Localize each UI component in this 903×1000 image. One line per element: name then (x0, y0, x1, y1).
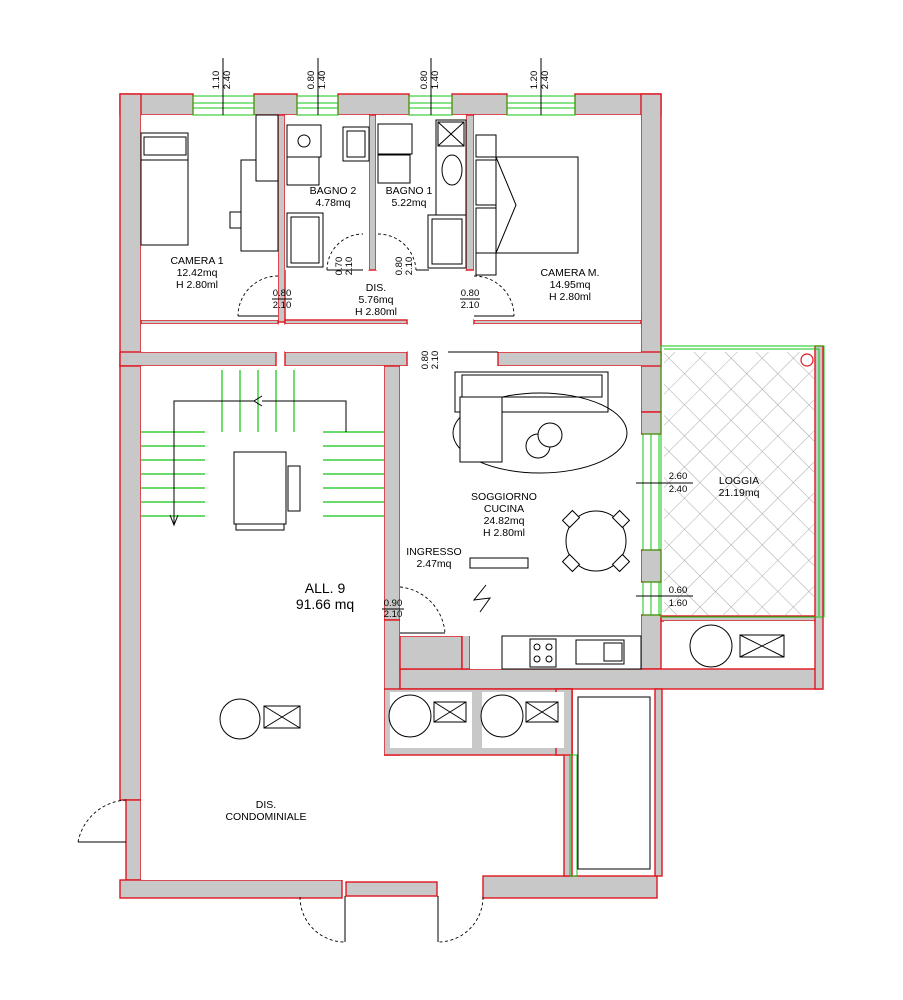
door-dim-camera1: 0.80 2.10 (272, 288, 292, 311)
svg-text:2.10: 2.10 (430, 351, 441, 370)
door-dim-bagno2: 0.70 2.10 (334, 257, 355, 276)
doors (77, 233, 515, 943)
door-dim-soggiorno: 0.80 2.10 (420, 351, 441, 370)
svg-text:24.82mq: 24.82mq (484, 515, 525, 527)
svg-text:0.80: 0.80 (273, 288, 292, 299)
svg-text:2.10: 2.10 (344, 257, 355, 276)
svg-text:2.10: 2.10 (273, 300, 292, 311)
room-label-loggia: LOGGIA 21.19mq (719, 475, 760, 499)
svg-text:4.78mq: 4.78mq (315, 197, 350, 209)
svg-text:0.80: 0.80 (461, 288, 480, 299)
svg-text:1.20: 1.20 (529, 71, 540, 90)
svg-text:2.10: 2.10 (404, 257, 415, 276)
svg-text:2.40: 2.40 (222, 71, 233, 90)
svg-text:DIS.: DIS. (366, 282, 386, 294)
svg-text:5.22mq: 5.22mq (391, 197, 426, 209)
door-dim-loggia-1: 2.60 2.40 (669, 471, 688, 495)
svg-text:12.42mq: 12.42mq (177, 267, 218, 279)
room-label-bagno1: BAGNO 1 5.22mq (386, 185, 433, 209)
unit-label: ALL. 9 91.66 mq (296, 580, 354, 612)
svg-text:1.10: 1.10 (211, 71, 222, 90)
svg-text:SOGGIORNO: SOGGIORNO (471, 491, 537, 503)
svg-text:0.80: 0.80 (420, 351, 431, 370)
svg-text:0.80: 0.80 (419, 71, 430, 90)
svg-text:1.40: 1.40 (430, 71, 441, 90)
svg-text:BAGNO 2: BAGNO 2 (310, 185, 357, 197)
door-dim-camera-m: 0.80 2.10 (460, 288, 480, 311)
svg-text:0.80: 0.80 (394, 257, 405, 276)
svg-text:0.60: 0.60 (669, 585, 688, 596)
room-label-bagno2: BAGNO 2 4.78mq (310, 185, 357, 209)
svg-text:0.70: 0.70 (334, 257, 345, 276)
room-label-dis: DIS. 5.76mq H 2.80ml (355, 282, 397, 318)
svg-text:1.60: 1.60 (669, 598, 688, 609)
svg-text:CONDOMINIALE: CONDOMINIALE (225, 811, 306, 823)
svg-text:CAMERA M.: CAMERA M. (541, 267, 600, 279)
svg-text:21.19mq: 21.19mq (719, 487, 760, 499)
svg-text:ALL. 9: ALL. 9 (305, 580, 346, 596)
drain-icon (800, 353, 814, 367)
svg-text:2.40: 2.40 (540, 71, 551, 90)
svg-text:2.60: 2.60 (669, 471, 688, 482)
svg-text:14.95mq: 14.95mq (550, 279, 591, 291)
svg-text:H 2.80ml: H 2.80ml (549, 291, 591, 303)
window-dim-1: 1.10 2.40 (211, 71, 233, 90)
svg-text:5.76mq: 5.76mq (358, 294, 393, 306)
svg-text:2.10: 2.10 (384, 609, 403, 620)
svg-text:2.40: 2.40 (669, 484, 688, 495)
svg-text:LOGGIA: LOGGIA (719, 475, 759, 487)
room-label-condominiale: DIS. CONDOMINIALE (225, 799, 306, 823)
room-label-soggiorno: SOGGIORNO CUCINA 24.82mq H 2.80ml (471, 491, 537, 539)
window-dim-2: 0.80 1.40 (306, 71, 328, 90)
svg-text:BAGNO 1: BAGNO 1 (386, 185, 433, 197)
door-dim-loggia-2: 0.60 1.60 (669, 585, 688, 609)
room-label-camera-m: CAMERA M. 14.95mq H 2.80ml (541, 267, 600, 303)
door-dim-bagno1: 0.80 2.10 (394, 257, 415, 276)
svg-text:INGRESSO: INGRESSO (406, 546, 461, 558)
svg-text:2.10: 2.10 (461, 300, 480, 311)
svg-text:CUCINA: CUCINA (484, 503, 524, 515)
svg-text:0.90: 0.90 (384, 598, 403, 609)
staircase (141, 370, 384, 527)
svg-text:H 2.80ml: H 2.80ml (483, 527, 525, 539)
dimension-leaders (222, 58, 693, 597)
svg-text:0.80: 0.80 (306, 71, 317, 90)
svg-text:2.47mq: 2.47mq (416, 558, 451, 570)
window-dim-3: 0.80 1.40 (419, 71, 441, 90)
room-label-camera1: CAMERA 1 12.42mq H 2.80ml (170, 255, 223, 291)
svg-text:H 2.80ml: H 2.80ml (355, 306, 397, 318)
furniture (140, 114, 785, 870)
svg-text:91.66 mq: 91.66 mq (296, 596, 354, 612)
svg-text:1.40: 1.40 (317, 71, 328, 90)
lift-icon (233, 451, 301, 531)
svg-text:H 2.80ml: H 2.80ml (176, 279, 218, 291)
svg-text:CAMERA 1: CAMERA 1 (170, 255, 223, 267)
door-dim-ingresso: 0.90 2.10 (382, 598, 404, 620)
loggia-floor (664, 352, 815, 616)
room-label-ingresso: INGRESSO 2.47mq (406, 546, 461, 570)
svg-text:DIS.: DIS. (256, 799, 276, 811)
window-dim-4: 1.20 2.40 (529, 71, 551, 90)
